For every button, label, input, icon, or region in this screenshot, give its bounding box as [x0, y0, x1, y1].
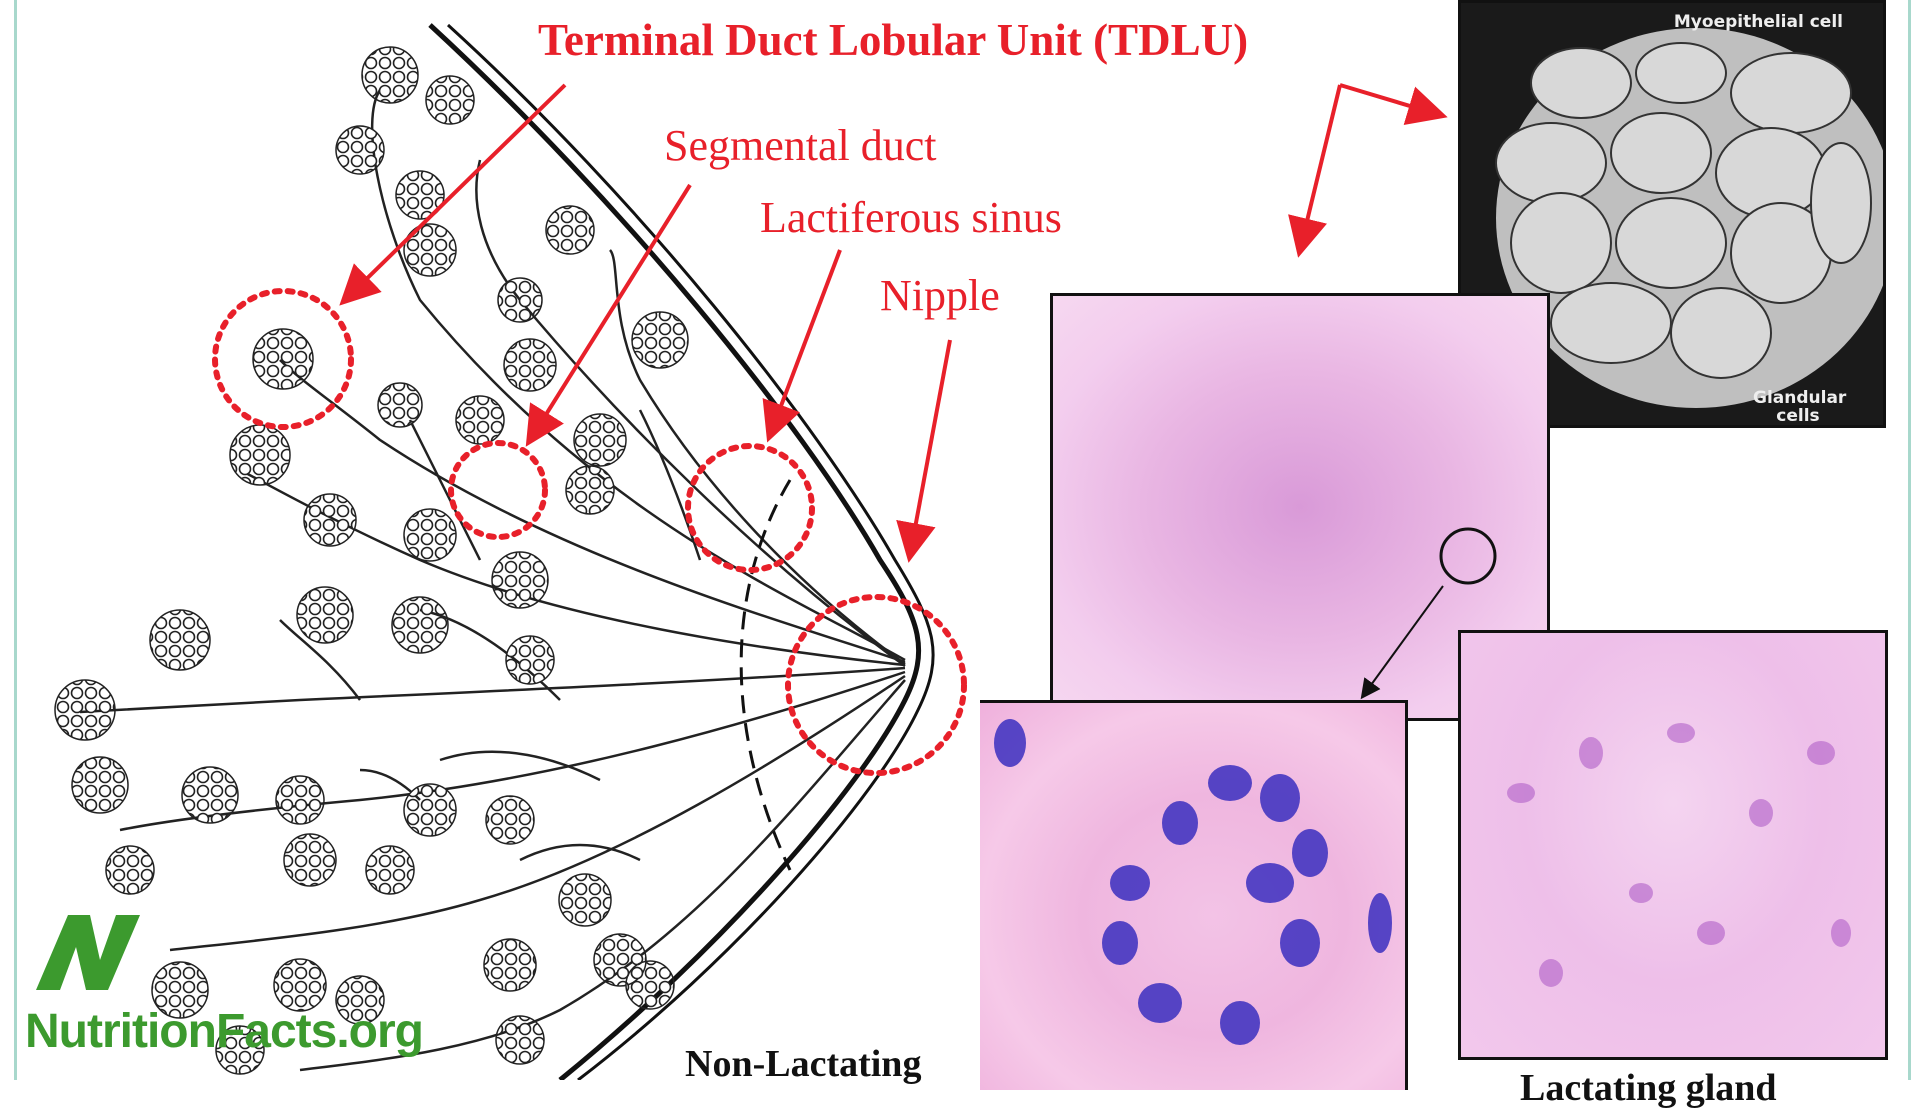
myoepithelial-cell-label: Myoepithelial cell — [1673, 12, 1843, 32]
histology-overlay — [1360, 527, 1497, 700]
lactiferous-sinus-label: Lactiferous sinus — [760, 193, 1062, 242]
highlight-circles — [212, 288, 967, 776]
sinus-dashed-line — [739, 479, 792, 871]
sem-cells-image — [1495, 28, 1883, 408]
frame-right-line — [1908, 0, 1911, 1080]
breast-anatomy-drawing — [54, 23, 1448, 1080]
lactating-tissue-image — [1507, 723, 1851, 987]
tdlu-title: Terminal Duct Lobular Unit (TDLU) — [538, 15, 1249, 65]
nutritionfacts-logo-icon — [36, 915, 140, 990]
sem-micrograph: Myoepithelial cell Glandular cells — [1458, 0, 1886, 428]
breast-contour — [428, 23, 935, 1080]
lactating-gland-caption: Lactating gland — [1520, 1067, 1777, 1109]
segmental-duct-label: Segmental duct — [664, 121, 937, 170]
glandular-cells-label: Glandular cells — [1753, 388, 1847, 426]
nipple-label: Nipple — [880, 271, 1000, 320]
frame-left-line — [14, 0, 17, 1080]
non-lactating-acinus-micrograph — [980, 700, 1408, 1090]
nutritionfacts-logo-text: NutritionFacts.org — [25, 1005, 424, 1058]
non-lactating-caption: Non-Lactating — [685, 1043, 922, 1085]
lobules — [54, 46, 689, 1075]
nuclei-image — [994, 719, 1392, 1045]
lactating-gland-micrograph — [1458, 630, 1888, 1060]
annotation-arrows — [339, 83, 1448, 563]
